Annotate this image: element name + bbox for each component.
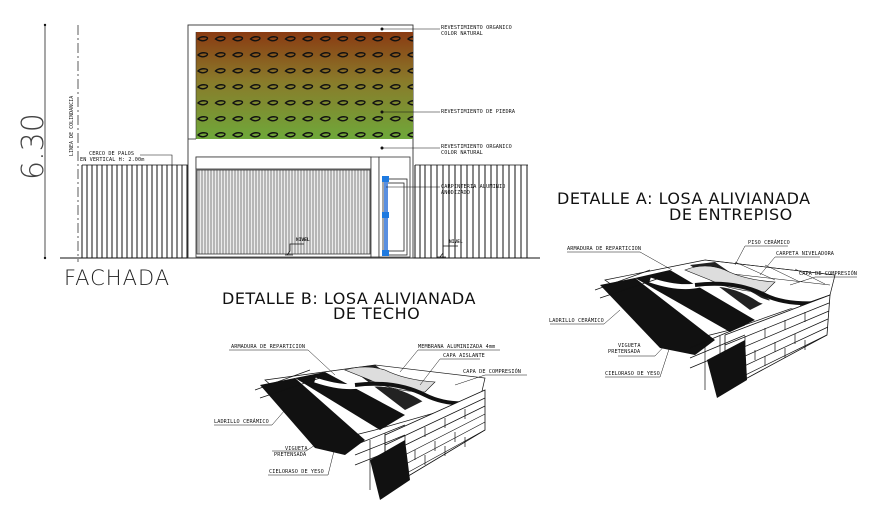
detail-a-title-1: DETALLE A: LOSA ALIVIANADA — [557, 189, 811, 208]
detail-b-label-compresion: CAPA DE COMPRESIÓN — [463, 369, 522, 375]
level-marker-2 — [437, 245, 458, 258]
label-organic-mid-1: REVESTIMIENTO ORGANICO — [441, 144, 512, 150]
label-organic-top-1: REVESTIMIENTO ORGANICO — [441, 25, 512, 31]
detail-a-label-piso: PISO CERÁMICO — [748, 240, 790, 246]
label-organic-mid-2: COLOR NATURAL — [441, 150, 483, 156]
garage-gate — [196, 169, 371, 255]
detail-a-drawing — [594, 259, 836, 398]
dimension-label: 6.30 — [16, 113, 51, 180]
detail-a-leaders — [550, 245, 857, 378]
detail-b-label-aislante: CAPA AISLANTE — [443, 353, 485, 359]
level-label-1: NIVEL — [296, 238, 310, 243]
detail-b-label-vigueta-2: PRETENSADA — [274, 452, 307, 458]
detail-a-label-carpeta: CARPETA NIVELADORA — [776, 251, 835, 257]
detail-b-label-cielorraso: CIELORASO DE YESO — [269, 469, 324, 475]
detail-b-label-ladrillo: LADRILLO CERÁMICO — [214, 419, 269, 425]
level-label-2: NIVEL — [449, 240, 463, 245]
level-marker-1 — [285, 243, 304, 256]
detail-a-title-2: DE ENTREPISO — [669, 205, 793, 224]
facade-title: FACHADA — [64, 266, 171, 290]
right-fence — [414, 164, 528, 258]
label-organic-top-2: COLOR NATURAL — [441, 31, 483, 37]
detail-a-label-armadura: ARMADURA DE REPARTICION — [567, 246, 642, 252]
boundary-label: LINEA DE COLINDANCIA — [69, 95, 75, 156]
detail-b-label-membrana: MEMBRANA ALUMINIZADA 4mm — [418, 344, 496, 350]
detail-a-label-vigueta-2: PRETENSADA — [608, 349, 641, 355]
dimension-line — [43, 23, 47, 260]
fence-note-line1: CERCO DE PALOS — [89, 151, 135, 157]
facade-leaders — [380, 27, 440, 188]
fence-note-line2: EN VERTICAL H: 2.00m — [80, 157, 145, 163]
detail-b-label-vigueta-1: VIGUETA — [285, 446, 308, 452]
detail-b-leaders — [214, 349, 527, 476]
left-fence — [81, 154, 188, 258]
label-carpentry-1: CARPINTERIA ALUMINIO — [441, 184, 506, 190]
detail-a-label-vigueta-1: VIGUETA — [618, 343, 641, 349]
detail-a-label-cielorraso: CIELORASO DE YESO — [605, 371, 660, 377]
label-stone: REVESTIMIENTO DE PIEDRA — [441, 109, 516, 115]
building — [187, 24, 414, 259]
detail-a-label-compresion: CAPA DE COMPRESIÓN — [799, 271, 858, 277]
detail-a-label-ladrillo: LADRILLO CERÁMICO — [549, 318, 604, 324]
detail-b-title-2: DE TECHO — [333, 304, 421, 323]
detail-b-label-armadura: ARMADURA DE REPARTICION — [231, 344, 306, 350]
detail-b-title-1: DETALLE B: LOSA ALIVIANADA — [222, 289, 476, 308]
label-carpentry-2: ANODIZADO — [441, 190, 471, 196]
detail-b-drawing — [254, 364, 486, 500]
